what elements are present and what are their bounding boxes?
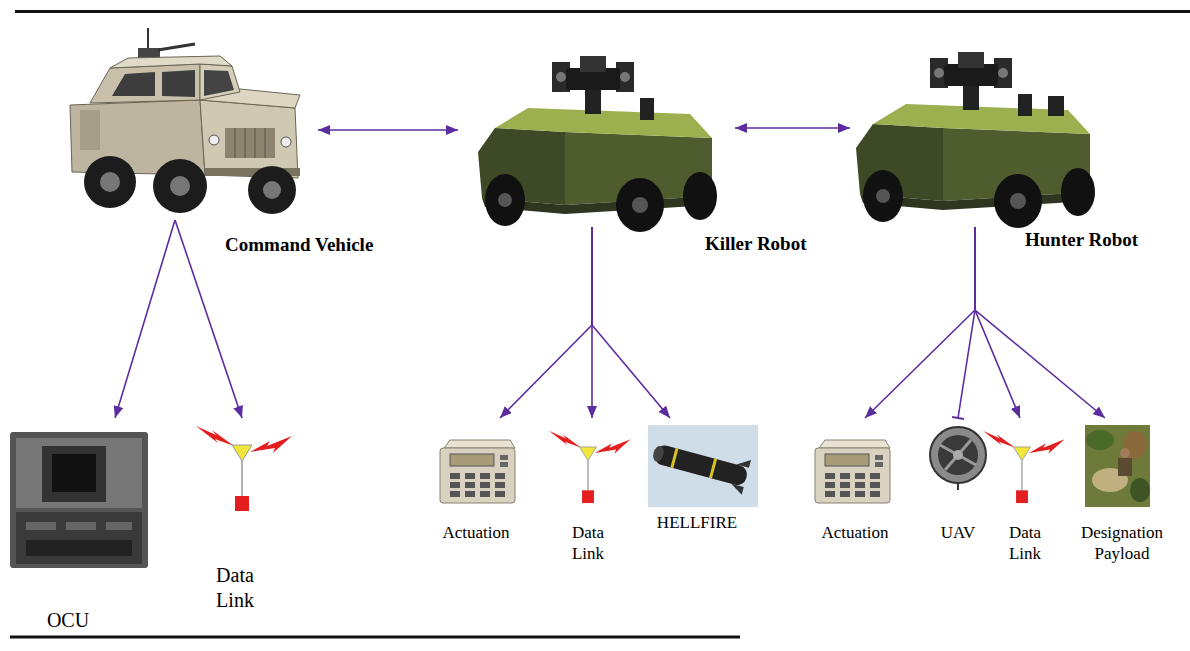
node-label: Data Link <box>209 563 261 613</box>
robot-node: Killer Robot <box>464 52 729 227</box>
data-link-icon <box>983 431 1065 503</box>
component-node: Actuation <box>436 418 518 503</box>
robot-node: Hunter Robot <box>856 48 1096 227</box>
node-label: Hunter Robot <box>1025 228 1138 252</box>
component-node: Data Link <box>548 418 623 510</box>
component-node: Data Link <box>190 418 295 518</box>
keypad-icon <box>440 440 515 503</box>
connector <box>115 220 175 418</box>
sensor-block <box>1048 96 1064 116</box>
node-label: HELLFIRE <box>657 512 737 533</box>
connector <box>592 227 670 418</box>
data-link-icon <box>196 426 292 511</box>
connector <box>865 227 975 418</box>
component-node: Data Link <box>992 418 1056 510</box>
humvee-illustration <box>70 28 300 214</box>
node-label: Actuation <box>821 522 888 543</box>
connector <box>735 128 850 129</box>
vehicle-node: Command Vehicle <box>55 22 312 220</box>
tee-end <box>952 417 964 419</box>
component-node: Actuation <box>812 418 894 503</box>
killer-robot-illustration <box>478 56 717 232</box>
connector <box>500 227 592 418</box>
node-label: OCU <box>47 608 89 633</box>
component-node: OCU <box>8 418 150 570</box>
component-node: HELLFIRE <box>645 418 760 508</box>
bottom-rule <box>10 636 740 639</box>
node-label: Designation Payload <box>1075 522 1170 565</box>
keypad-icon <box>815 440 890 503</box>
connector <box>318 130 458 131</box>
node-label: Actuation <box>442 522 509 543</box>
uav-illustration <box>930 427 986 490</box>
designation-payload-photo <box>1085 425 1150 507</box>
hellfire-illustration <box>648 425 758 507</box>
connector <box>975 227 1020 418</box>
component-node: Designation Payload <box>1080 418 1155 508</box>
top-rule <box>15 10 1190 13</box>
connector <box>975 227 1105 418</box>
node-label: Command Vehicle <box>225 233 373 257</box>
ocu-illustration <box>10 432 148 568</box>
node-label: Killer Robot <box>705 232 807 256</box>
node-label: Data Link <box>566 522 611 565</box>
node-label: Data Link <box>1003 522 1048 565</box>
data-link-icon <box>549 431 631 503</box>
hunter-robot-illustration <box>856 52 1095 228</box>
connector <box>952 227 975 419</box>
component-node: UAV <box>925 418 990 490</box>
node-label: UAV <box>941 522 976 543</box>
